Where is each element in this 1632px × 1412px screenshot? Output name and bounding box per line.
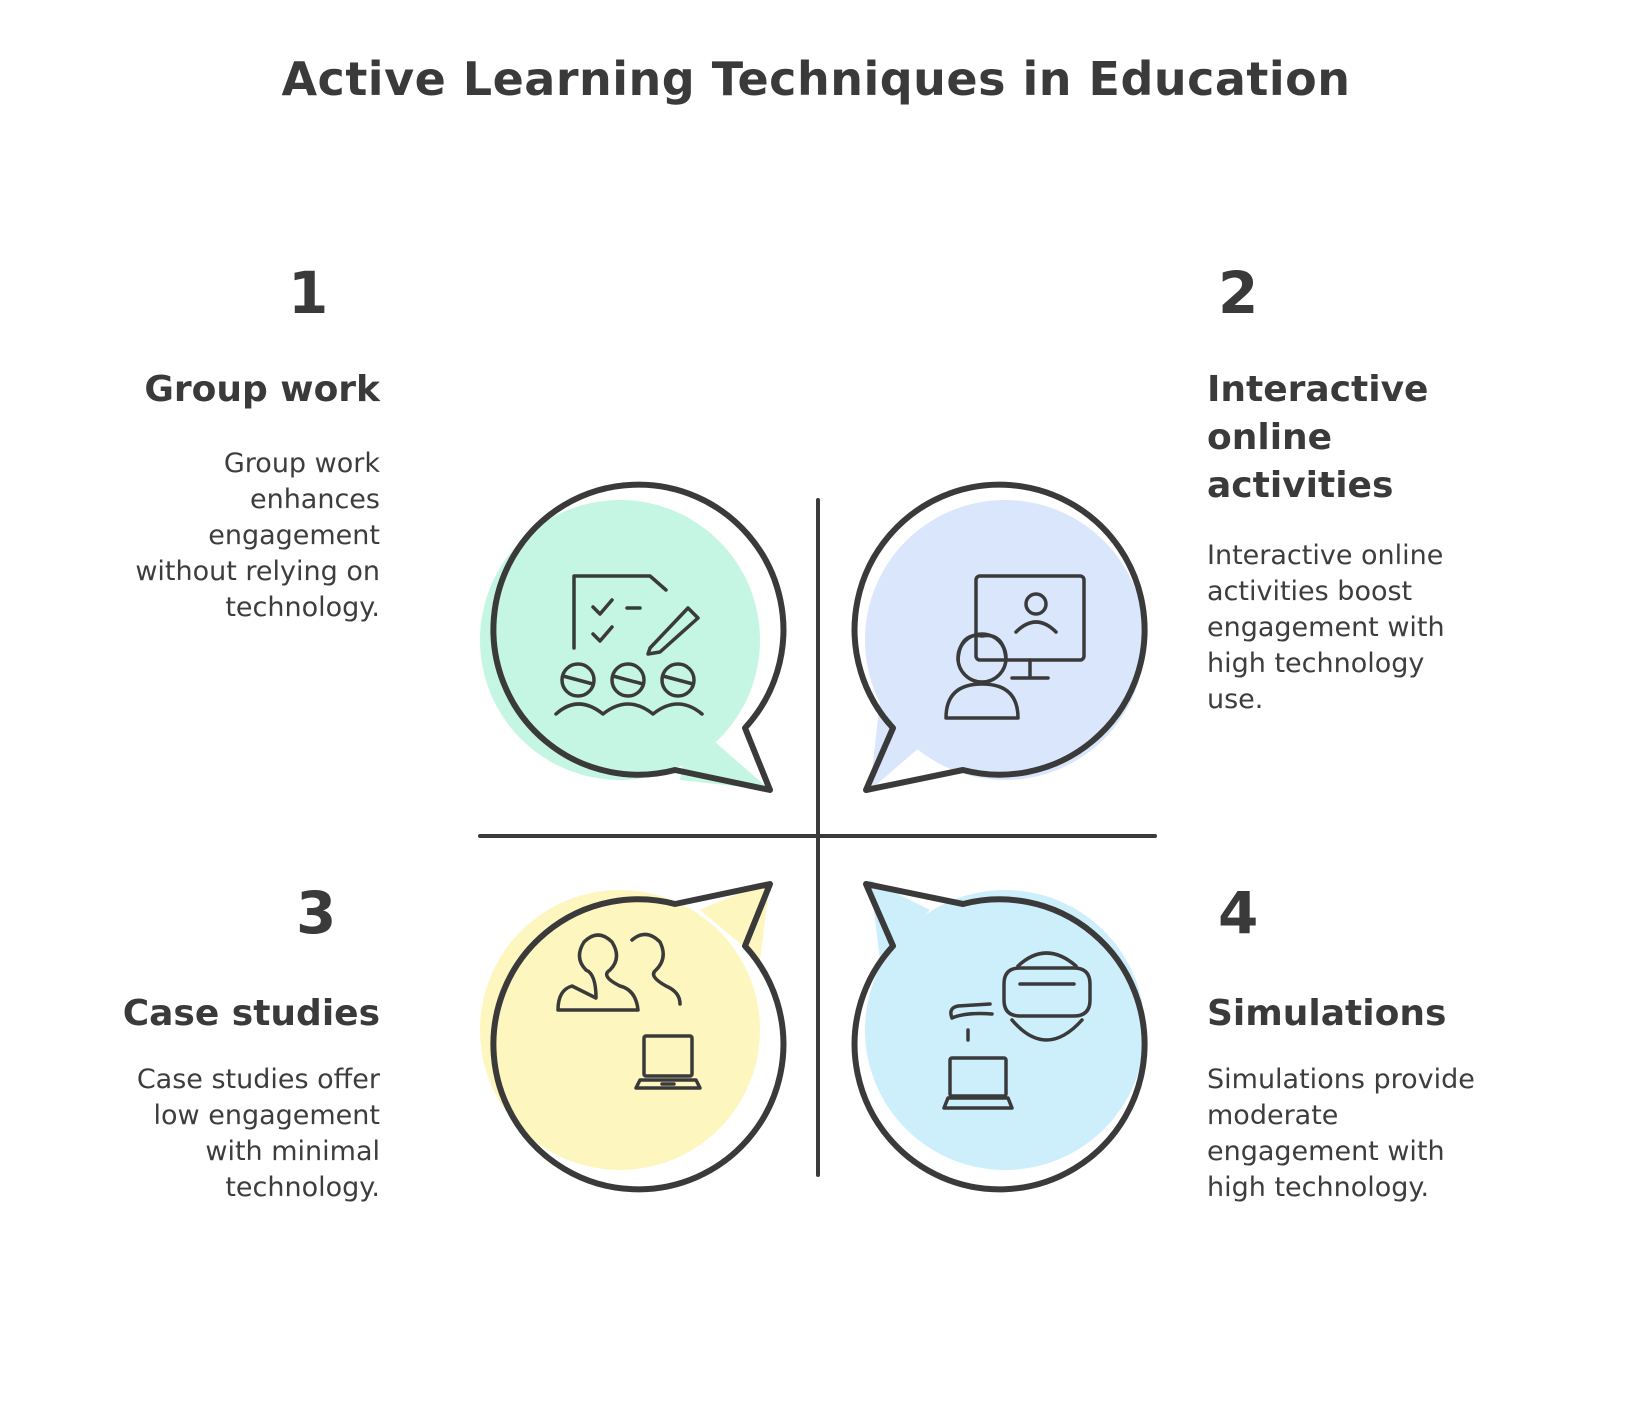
quadrant-4-description: Simulations provide moderate engagement … [1207, 1064, 1475, 1203]
quadrant-4-fill [865, 880, 1145, 1170]
quadrant-1-number: 1 [288, 259, 329, 327]
quadrant-1-fill [480, 500, 770, 790]
quadrant-3-fill [480, 880, 770, 1170]
quadrant-2-bubble [851, 481, 1148, 793]
quadrant-2-description: Interactive online activities boost enga… [1207, 540, 1445, 715]
quadrant-4-bubble [851, 881, 1148, 1193]
quadrant-3-bubble [490, 881, 787, 1193]
quadrant-3-heading: Case studies [122, 993, 380, 1034]
quadrant-4-heading: Simulations [1207, 993, 1447, 1034]
quadrant-3-number: 3 [296, 879, 337, 947]
page-title: Active Learning Techniques in Education [281, 52, 1351, 106]
online-presentation-icon [944, 574, 1086, 720]
quadrant-1-bubble [490, 481, 787, 793]
vr-headset-icon [942, 951, 1092, 1110]
quadrant-2-fill [865, 500, 1145, 790]
quadrant-1-description: Group work enhances engagement without r… [135, 448, 380, 623]
group-checklist-icon [554, 574, 704, 716]
quadrant-3-description: Case studies offer low engagement with m… [136, 1064, 380, 1203]
quadrant-4-number: 4 [1218, 879, 1259, 947]
people-laptop-icon [556, 932, 702, 1090]
quadrant-1-heading: Group work [144, 369, 380, 410]
quadrant-2-number: 2 [1218, 259, 1259, 327]
quadrant-2-heading: Interactive online activities [1207, 369, 1429, 506]
